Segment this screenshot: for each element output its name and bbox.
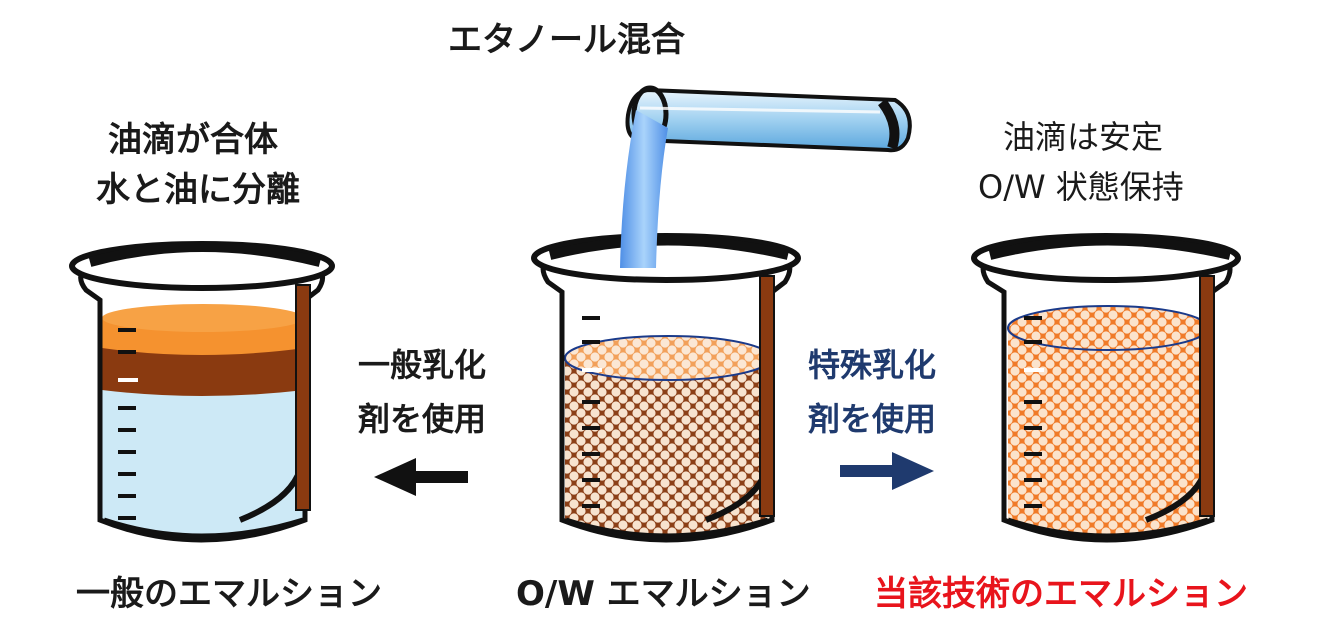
center-bottom-label: O/W エマルション: [516, 574, 811, 614]
beaker-left: [69, 241, 335, 543]
arrow-right-text-line2: 剤を使用: [808, 400, 937, 438]
left-top-line2: 水と油に分離: [96, 170, 300, 210]
arrow-left-icon: [374, 458, 468, 496]
left-top-line1: 油滴が合体: [108, 120, 278, 160]
arrow-right-icon: [840, 452, 934, 490]
ethanol-label: エタノール混合: [448, 20, 685, 60]
right-bottom-label: 当該技術のエマルション: [874, 574, 1248, 614]
test-tube: [625, 85, 912, 153]
left-bottom-label: 一般のエマルション: [76, 574, 382, 614]
right-top-line2: O/W 状態保持: [978, 168, 1184, 206]
ethanol-stream: [620, 110, 668, 268]
beaker-right: [971, 233, 1241, 543]
arrow-left-text-line2: 剤を使用: [358, 400, 487, 438]
arrow-right-text-line1: 特殊乳化: [808, 346, 937, 384]
right-top-line1: 油滴は安定: [1003, 118, 1164, 156]
arrow-left-text-line1: 一般乳化: [358, 346, 487, 384]
beaker-center: [531, 233, 801, 543]
